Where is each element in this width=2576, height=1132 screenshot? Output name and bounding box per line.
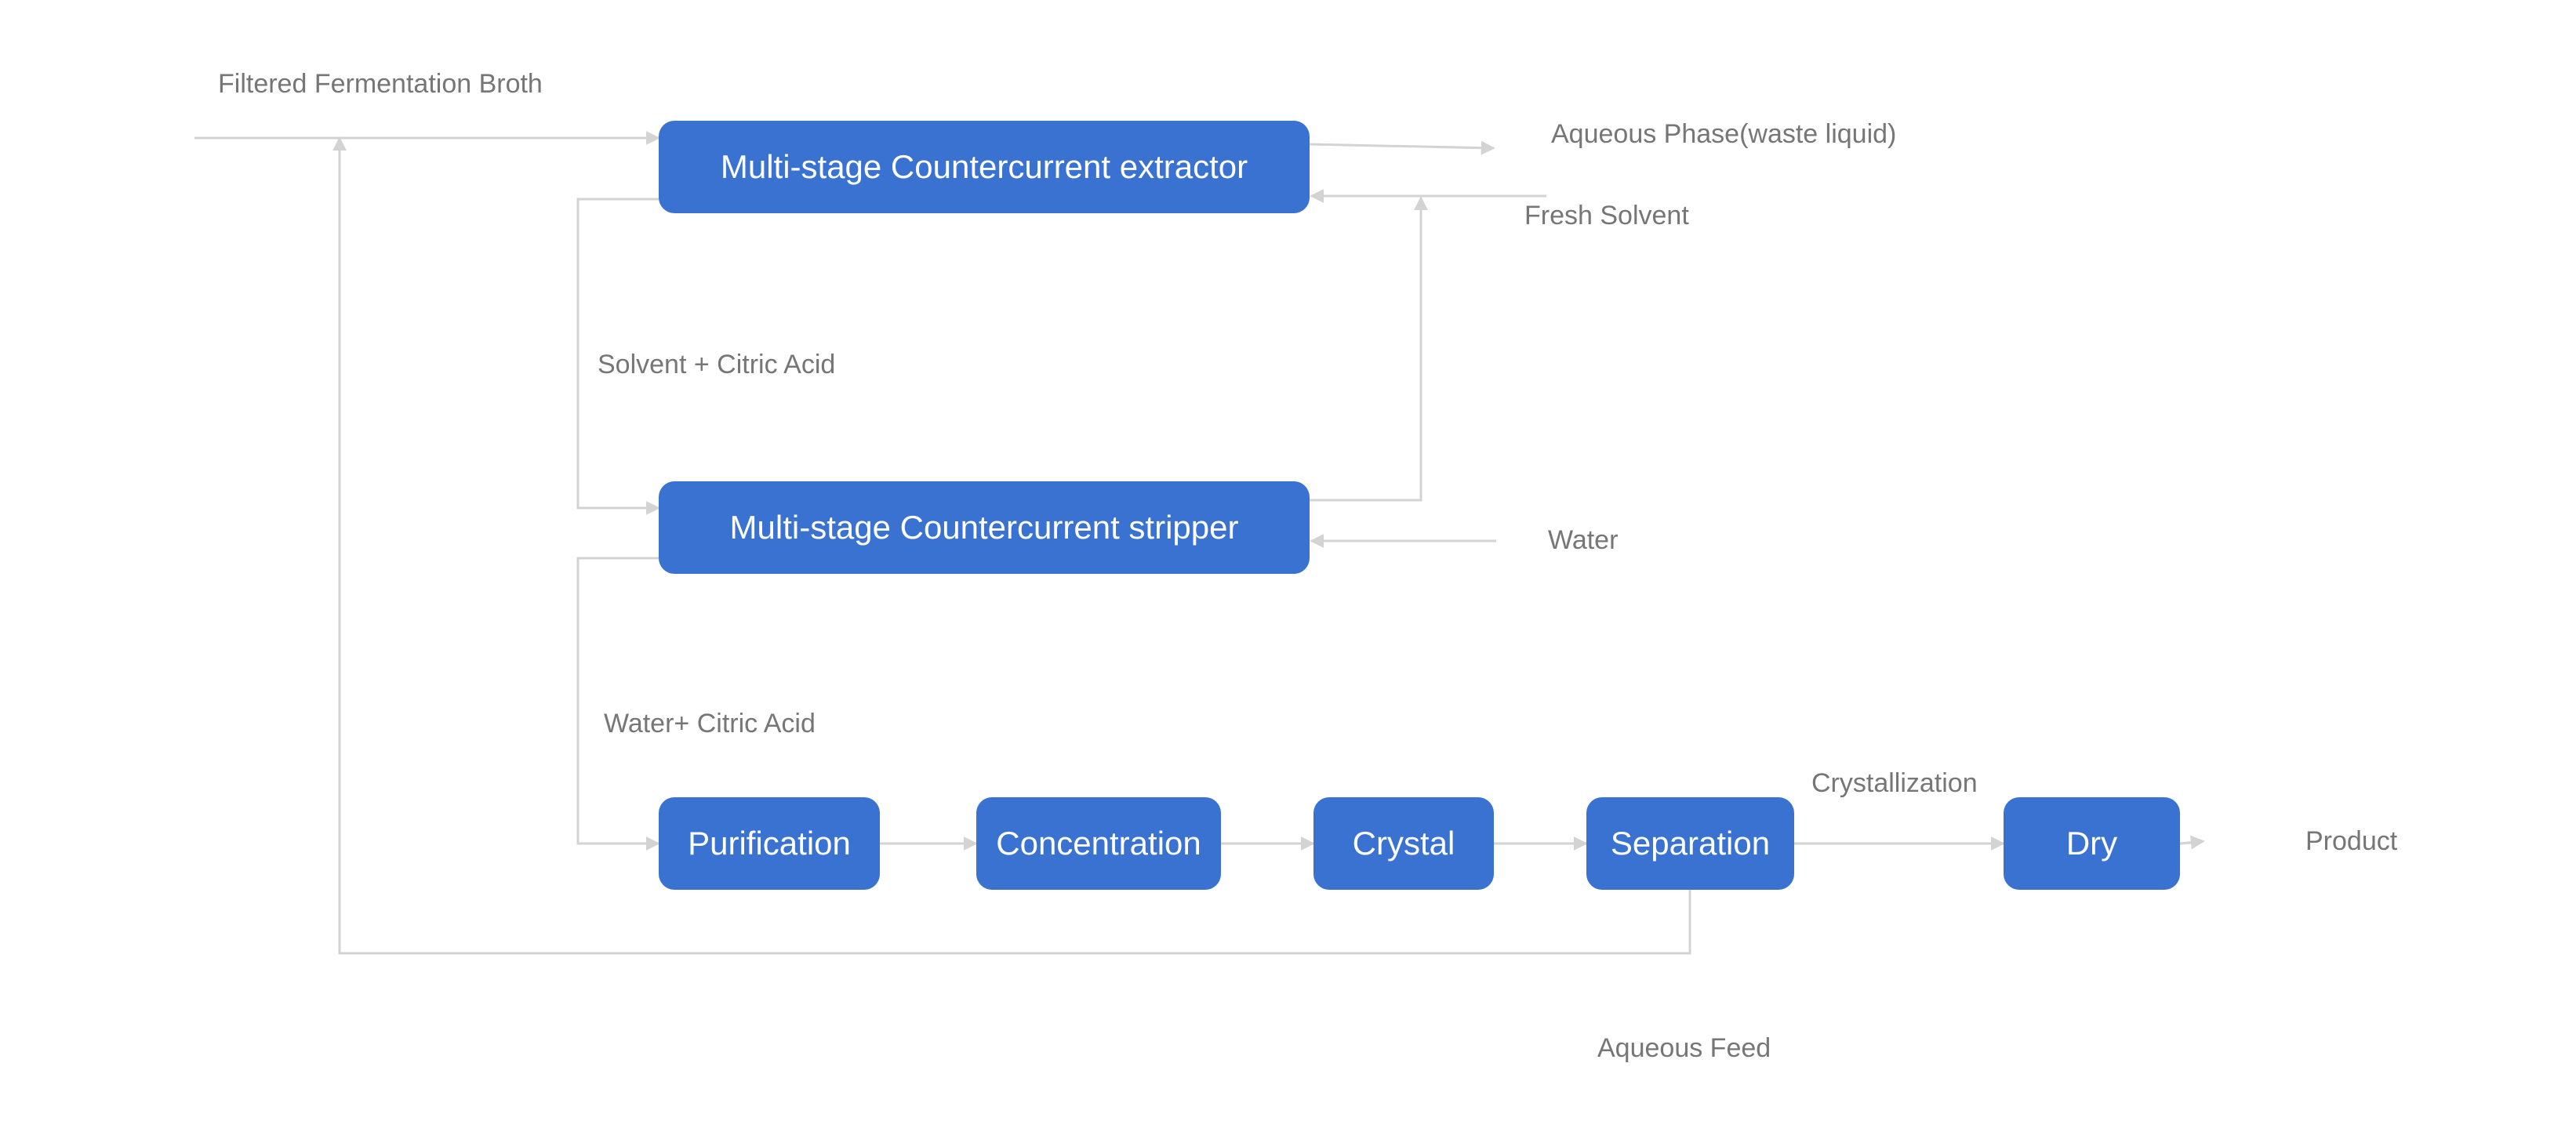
feed-label: Filtered Fermentation Broth xyxy=(218,69,543,99)
aqueous-phase-arrow xyxy=(1309,140,1495,155)
aqueous-phase-label: Aqueous Phase(waste liquid) xyxy=(1551,119,1897,149)
dry-box: Dry xyxy=(2004,797,2180,890)
separation-box: Separation xyxy=(1586,797,1794,890)
solvent-recycle-flow xyxy=(1310,196,1428,502)
product-label: Product xyxy=(2305,826,2398,856)
solvent-citric-flow xyxy=(576,198,660,515)
aqueous-feed-label: Aqueous Feed xyxy=(1597,1033,1771,1063)
purification-box: Purification xyxy=(659,797,880,890)
dry-to-product-arrowhead xyxy=(2179,835,2205,850)
aqueous-feed-recycle-flow xyxy=(332,136,1691,955)
solvent-citric-label: Solvent + Citric Acid xyxy=(598,350,836,379)
extractor-box: Multi-stage Countercurrent extractor xyxy=(659,121,1310,213)
water-citric-label: Water+ Citric Acid xyxy=(604,709,816,738)
water-citric-flow xyxy=(576,557,660,851)
water-label: Water xyxy=(1548,525,1619,555)
stripper-box: Multi-stage Countercurrent stripper xyxy=(659,481,1310,574)
crystal-box: Crystal xyxy=(1313,797,1494,890)
concentration-box: Concentration xyxy=(976,797,1221,890)
crystallization-label: Crystallization xyxy=(1811,768,1978,798)
fresh-solvent-label: Fresh Solvent xyxy=(1524,201,1689,230)
